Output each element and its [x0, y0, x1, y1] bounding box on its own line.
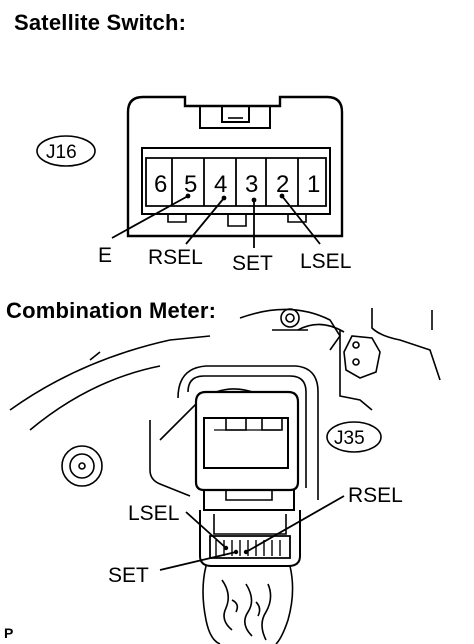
label-lsel-bottom: LSEL [128, 502, 179, 525]
label-rsel-bottom: RSEL [348, 484, 403, 507]
j35-connector [194, 390, 301, 567]
label-rsel-top: RSEL [148, 246, 203, 269]
top-leader-lines [111, 195, 321, 248]
pin-2-dot [279, 193, 285, 199]
connector-id-bubble-j35 [326, 421, 382, 453]
combination-meter-housing [9, 308, 441, 500]
pin-1-number: 1 [307, 171, 320, 198]
pin-3-number: 3 [245, 171, 258, 198]
pin-3-dot [251, 197, 257, 203]
label-set-top: SET [232, 252, 273, 275]
rsel-terminal-dot [243, 549, 249, 555]
connector-id-j35: J35 [334, 428, 365, 449]
satellite-switch-heading: Satellite Switch: [14, 10, 187, 35]
satellite-switch-connector [126, 95, 344, 238]
label-set-bottom: SET [108, 564, 149, 587]
connector-id-j16: J16 [46, 142, 77, 163]
pin-6-number: 6 [154, 171, 167, 198]
wire-harness [202, 565, 294, 644]
corner-mark: P [4, 625, 13, 641]
connector-id-bubble-j16 [36, 135, 96, 167]
bottom-leader-lines [159, 495, 345, 571]
set-terminal-dot [233, 549, 239, 555]
combination-meter-heading: Combination Meter: [6, 298, 217, 323]
pin-5-number: 5 [184, 171, 197, 198]
lsel-terminal-dot [223, 545, 229, 551]
pin-2-number: 2 [276, 171, 289, 198]
label-lsel-top: LSEL [300, 250, 351, 273]
label-e: E [98, 244, 112, 267]
pin-5-dot [185, 193, 191, 199]
pin-4-number: 4 [214, 171, 227, 198]
pin-4-dot [221, 195, 227, 201]
